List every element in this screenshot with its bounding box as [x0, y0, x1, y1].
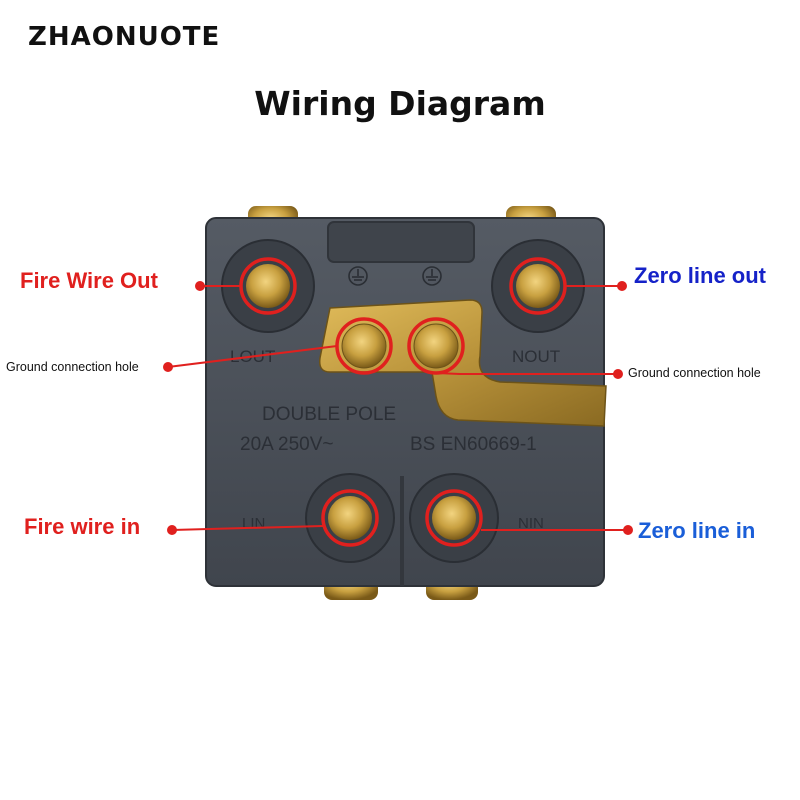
highlight-n-in	[425, 489, 483, 547]
ground-symbol-right	[422, 266, 442, 286]
highlight-l-in	[321, 489, 379, 547]
label-zero-line-out: Zero line out	[634, 263, 766, 288]
embossed-standard: BS EN60669-1	[410, 434, 537, 455]
terminal-ground-left	[341, 323, 387, 369]
label-zero-line-in: Zero line in	[638, 518, 756, 543]
terminal-ground-right	[413, 323, 459, 369]
terminal-n-in	[409, 473, 499, 563]
embossed-n-in: NIN	[518, 515, 544, 532]
leader-fire-in	[171, 525, 324, 531]
embossed-l-in: LIN	[242, 515, 265, 532]
label-fire-wire-in: Fire wire in	[24, 514, 141, 539]
label-fire-wire-out: Fire Wire Out	[20, 268, 158, 293]
label-ground-hole-left: Ground connection hole	[6, 360, 139, 374]
embossed-n-out: NOUT	[512, 347, 560, 366]
terminal-n-out	[491, 239, 585, 333]
brand-logo: ZHAONUOTE	[28, 22, 221, 52]
ground-bar	[318, 299, 607, 427]
terminal-l-out	[221, 239, 315, 333]
terminal-l-in	[305, 473, 395, 563]
leader-ground-right	[435, 372, 618, 375]
leader-ground-left	[167, 345, 338, 368]
embossed-rating: 20A 250V~	[240, 434, 334, 455]
page-title: Wiring Diagram	[254, 84, 546, 123]
embossed-double-pole: DOUBLE POLE	[262, 404, 396, 425]
label-ground-hole-right: Ground connection hole	[628, 366, 761, 380]
housing-top-notch	[327, 221, 475, 263]
ground-symbol-left	[348, 266, 368, 286]
